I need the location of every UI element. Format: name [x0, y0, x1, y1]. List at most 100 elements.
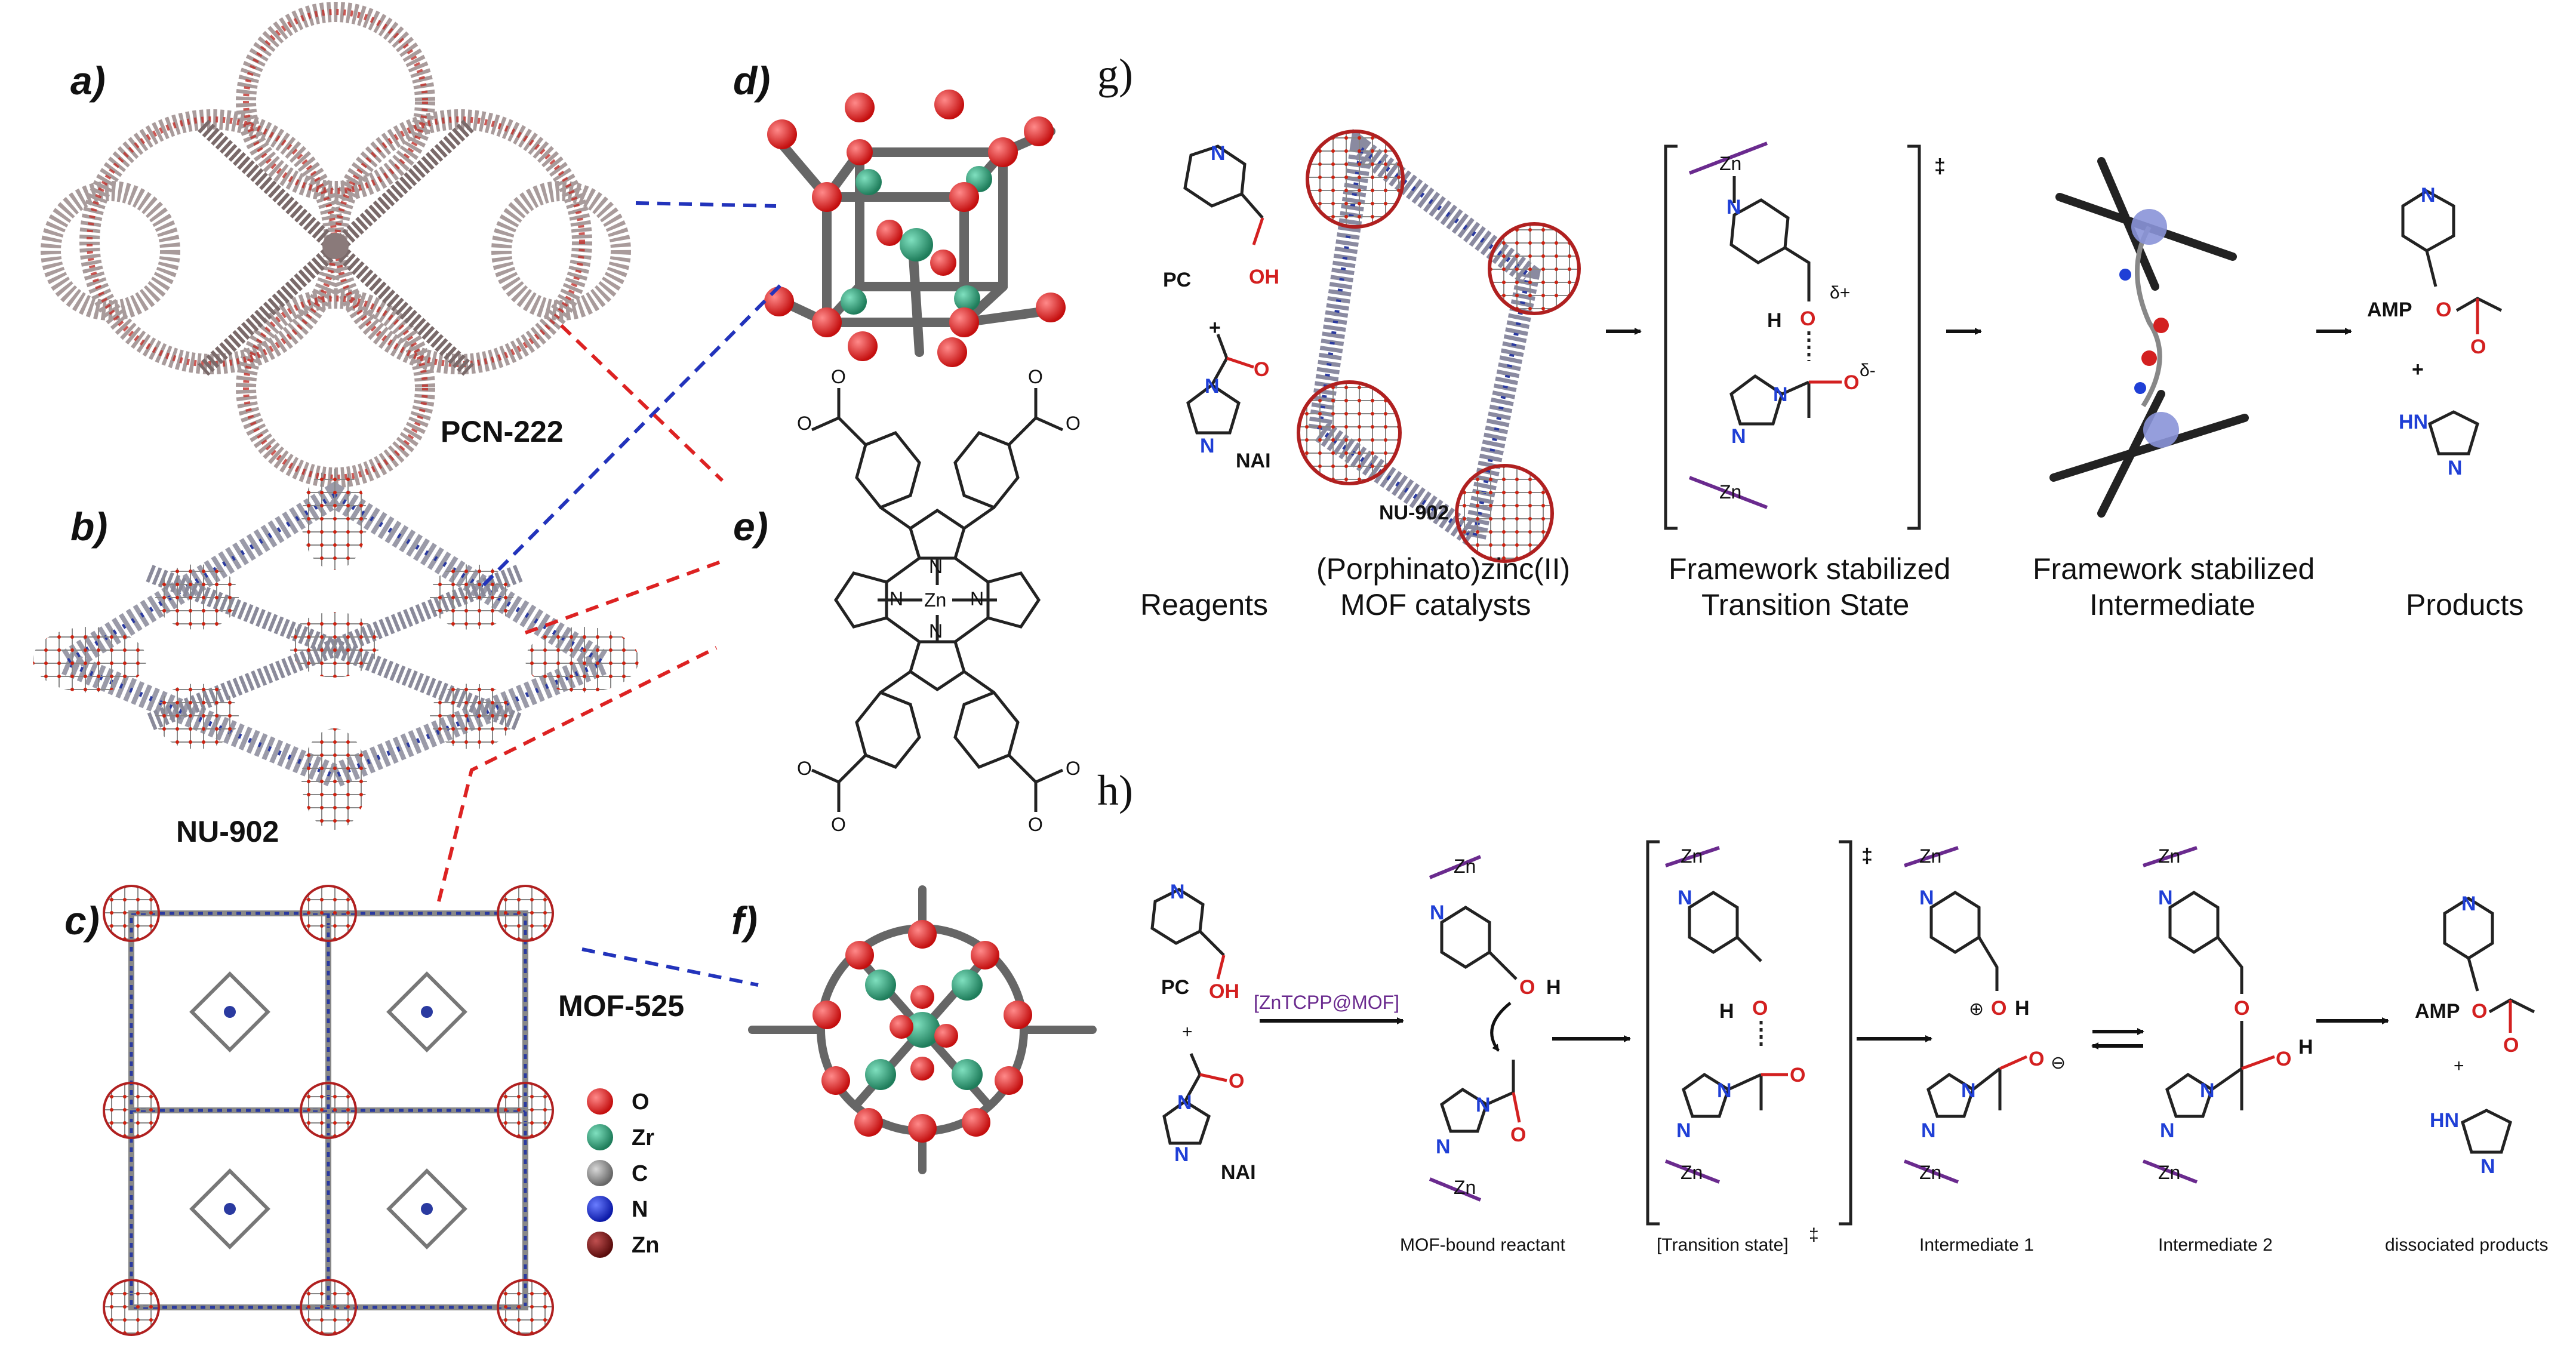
carboxylate-o-8: O [1066, 758, 1081, 779]
legend-zn-label: Zn [632, 1233, 659, 1258]
bound-reactant-h: Zn N O H O N N Zn [1429, 855, 1561, 1202]
ts-structure-h: ‡ Zn N O H O N N Zn [1646, 840, 1873, 1226]
panel-label-a: a) [70, 59, 106, 103]
products-g: N AMP O O + HN N [2367, 184, 2503, 479]
nai-label-h: NAI [1221, 1161, 1256, 1184]
plus-products-h: + [2454, 1056, 2464, 1076]
amp-label-h: AMP [2415, 1000, 2460, 1023]
caption-catalyst-2: MOF catalysts [1340, 588, 1531, 621]
legend-n-swatch [587, 1196, 613, 1222]
legend-zr-label: Zr [632, 1125, 654, 1150]
legend-n-label: N [632, 1197, 648, 1222]
pc-oh-g: OH [1249, 266, 1279, 288]
pc-molecule-h: N PC OH [1150, 881, 1239, 1003]
caption-ts-1: Framework stabilized [1669, 552, 1950, 586]
nai-molecule-h: O N N NAI [1162, 1053, 1256, 1184]
caption-ts-h: [Transition state] [1657, 1235, 1789, 1255]
ts-n1-h: N [1717, 1079, 1732, 1102]
pc-molecule-g: N PC OH [1163, 142, 1279, 291]
pc-label-g: PC [1163, 269, 1191, 291]
pc-n-g: N [1211, 142, 1226, 165]
panel-label-f: f) [731, 898, 758, 943]
panel-label-b: b) [70, 504, 107, 549]
catalyst-label-h: [ZnTCPP@MOF] [1254, 992, 1399, 1013]
legend-zr-swatch [587, 1124, 613, 1150]
nai-o-g: O [1254, 358, 1269, 381]
nu902-structure [33, 469, 639, 830]
intermediate2-h: Zn N O O H N N Zn [2142, 845, 2313, 1184]
products-h: N AMP O O + HN N [2415, 892, 2535, 1178]
int1-n-top: N [1919, 887, 1934, 909]
amp-o-g: O [2436, 298, 2451, 321]
ts-dagger-h: ‡ [1861, 845, 1873, 867]
ts-o2-h: O [1790, 1064, 1805, 1087]
plus-g: + [1209, 316, 1221, 339]
carboxylate-o-2: O [1028, 366, 1043, 387]
nu902-label-g: NU-902 [1379, 501, 1449, 524]
pcn222-structure [41, 2, 631, 488]
ts-o-g: O [1800, 307, 1815, 330]
carboxylate-o-4: O [1028, 814, 1043, 835]
porphyrin-n-bottom: N [929, 620, 943, 642]
nai-label-g: NAI [1236, 450, 1271, 472]
mof525-label: MOF-525 [558, 989, 684, 1023]
ts-delta-minus-g: δ- [1860, 361, 1876, 380]
caption-reagents: Reagents [1140, 588, 1268, 621]
connector-pcn222-to-d [635, 201, 777, 208]
legend-c-swatch [587, 1160, 613, 1186]
ts-zn-bottom-g: Zn [1719, 481, 1741, 503]
int2-n2: N [2160, 1119, 2175, 1142]
panel-label-g: g) [1097, 50, 1133, 98]
nai-n1-g: N [1205, 375, 1220, 398]
panel-label-d: d) [733, 59, 770, 103]
int2-zn-bottom: Zn [2158, 1162, 2180, 1183]
ts-dagger-g: ‡ [1934, 155, 1946, 178]
caption-catalyst-1: (Porphinato)zinc(II) [1316, 552, 1570, 586]
int2-zn-top: Zn [2158, 845, 2180, 867]
panel-label-e: e) [733, 504, 768, 549]
caption-int-2: Intermediate [2089, 588, 2255, 621]
imid-hn-h: HN [2430, 1109, 2459, 1132]
connector-nu902-to-d [482, 282, 784, 587]
int1-n2: N [1921, 1119, 1936, 1142]
carboxylate-o-1: O [831, 366, 846, 387]
imid-hn-g: HN [2399, 411, 2428, 433]
int1-h: H [2015, 997, 2030, 1020]
atom-legend: O Zr C N Zn [587, 1088, 659, 1258]
plus-products-g: + [2412, 358, 2424, 381]
nai-molecule-g: O N N NAI [1186, 334, 1271, 472]
caption-dissociated: dissociated products [2385, 1235, 2549, 1255]
int1-o2: O [2029, 1048, 2044, 1070]
equilibrium-arrows-h [2091, 1028, 2144, 1049]
bound-n2: N [1436, 1135, 1451, 1158]
ts-h-h: H [1719, 1000, 1734, 1023]
ts-zn-bottom-h: Zn [1681, 1162, 1703, 1183]
ts-n-top-h: N [1678, 887, 1692, 909]
connector-mof525-to-e [437, 646, 718, 902]
nai-n2-g: N [1200, 435, 1215, 457]
carboxylate-o-3: O [831, 814, 846, 835]
int1-ominus: ⊖ [2051, 1053, 2066, 1073]
panel-label-c: c) [64, 898, 100, 943]
carboxylate-o-5: O [797, 413, 812, 434]
intermediate-model-g [2049, 157, 2249, 518]
caption-int-1: Framework stabilized [2033, 552, 2315, 586]
nai-n1-h: N [1177, 1091, 1192, 1114]
legend-o-label: O [632, 1089, 650, 1115]
caption-ts-dagger-h: ‡ [1809, 1225, 1819, 1245]
ts-n2-h: N [1676, 1119, 1691, 1142]
bound-o2: O [1510, 1124, 1526, 1146]
nai-n2-h: N [1174, 1143, 1189, 1166]
porphyrin-zn-atom: Zn [924, 589, 946, 611]
mof525-structure [103, 885, 554, 1336]
porphyrin-n-left: N [890, 588, 903, 610]
imid-n-h: N [2480, 1155, 2495, 1178]
legend-c-label: C [632, 1161, 648, 1186]
zr6-cluster-cube [764, 90, 1066, 367]
ts-delta-plus-g: δ+ [1830, 283, 1850, 303]
int2-n-top: N [2158, 887, 2173, 909]
zr6-cluster-ball [748, 885, 1097, 1174]
pc-n-h: N [1170, 881, 1185, 903]
pc-oh-h: OH [1209, 980, 1239, 1003]
amp-o2-g: O [2470, 336, 2486, 358]
